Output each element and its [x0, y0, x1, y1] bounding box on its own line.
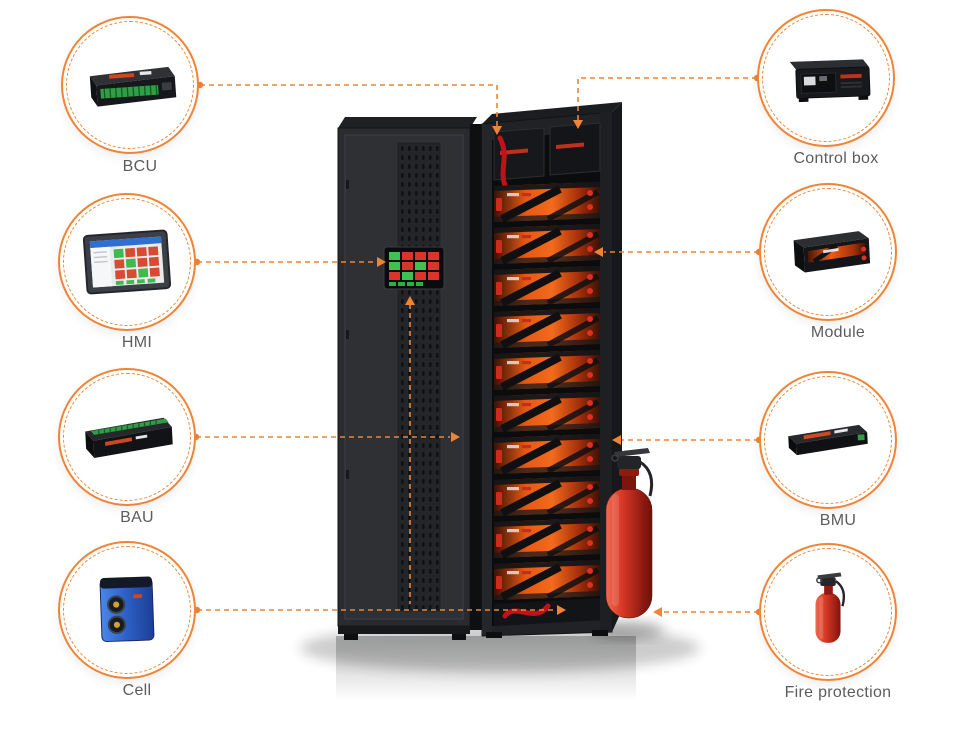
bmu-device-image	[788, 424, 868, 456]
cabinet-closed	[337, 117, 477, 640]
callout-cell	[58, 541, 196, 679]
module-device-image	[793, 231, 871, 273]
control-box-device-image	[789, 59, 871, 103]
label-cell: Cell	[122, 682, 152, 699]
callout-bmu	[759, 371, 897, 509]
fire-protection-device-image	[815, 572, 846, 643]
label-hmi: HMI	[121, 334, 153, 351]
label-bau: BAU	[120, 509, 154, 526]
connector-arrows	[377, 120, 662, 617]
cabinet-rack	[470, 102, 622, 638]
label-fire-protection: Fire protection	[784, 684, 892, 701]
callout-hmi	[58, 193, 196, 331]
callout-control-box	[757, 9, 895, 147]
connector-lines	[196, 77, 759, 613]
power-cable-top	[497, 135, 509, 191]
rack-control-units	[493, 122, 601, 181]
callout-bcu	[61, 16, 199, 154]
label-control-box: Control box	[793, 150, 879, 167]
label-bcu: BCU	[122, 158, 158, 175]
bau-device-image	[85, 417, 173, 459]
callout-bau	[58, 368, 196, 506]
label-bmu: BMU	[819, 512, 857, 529]
bcu-device-image	[89, 66, 177, 107]
cell-device-image	[99, 576, 155, 643]
label-module: Module	[810, 324, 866, 341]
callout-fire-protection	[759, 543, 897, 681]
power-cable-bottom	[502, 603, 551, 619]
door-hmi-display	[383, 246, 445, 290]
callout-module	[759, 183, 897, 321]
hmi-device-image	[82, 229, 172, 295]
fire-extinguisher	[605, 448, 654, 619]
